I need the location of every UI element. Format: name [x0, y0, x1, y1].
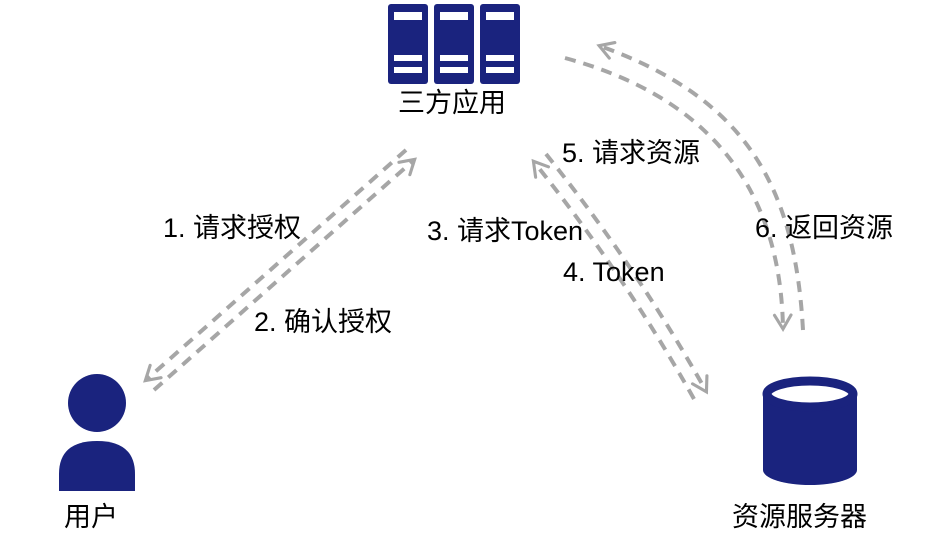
edge-3-request-token-arrow — [544, 152, 709, 395]
resource-server-node-label: 资源服务器 — [732, 502, 867, 532]
person-icon — [59, 374, 135, 491]
edge-2-confirm-auth-arrow — [152, 157, 417, 392]
edge-lines — [143, 41, 805, 400]
edge-6-label: 6. 返回资源 — [755, 213, 894, 243]
edge-4-label: 4. Token — [563, 257, 665, 287]
user-node-label: 用户 — [64, 502, 118, 532]
edge-1-label: 1. 请求授权 — [163, 213, 302, 243]
database-icon — [762, 376, 858, 485]
edge-1-request-auth-arrow — [143, 148, 408, 383]
edge-3-label: 3. 请求Token — [427, 216, 584, 246]
edge-5-label: 5. 请求资源 — [562, 138, 701, 168]
app-node-label: 三方应用 — [398, 88, 506, 118]
edge-5-request-resource-arrow — [564, 56, 793, 332]
server-books-icon — [388, 4, 520, 84]
edge-2-label: 2. 确认授权 — [254, 307, 393, 337]
edge-4-token-arrow — [531, 158, 696, 400]
